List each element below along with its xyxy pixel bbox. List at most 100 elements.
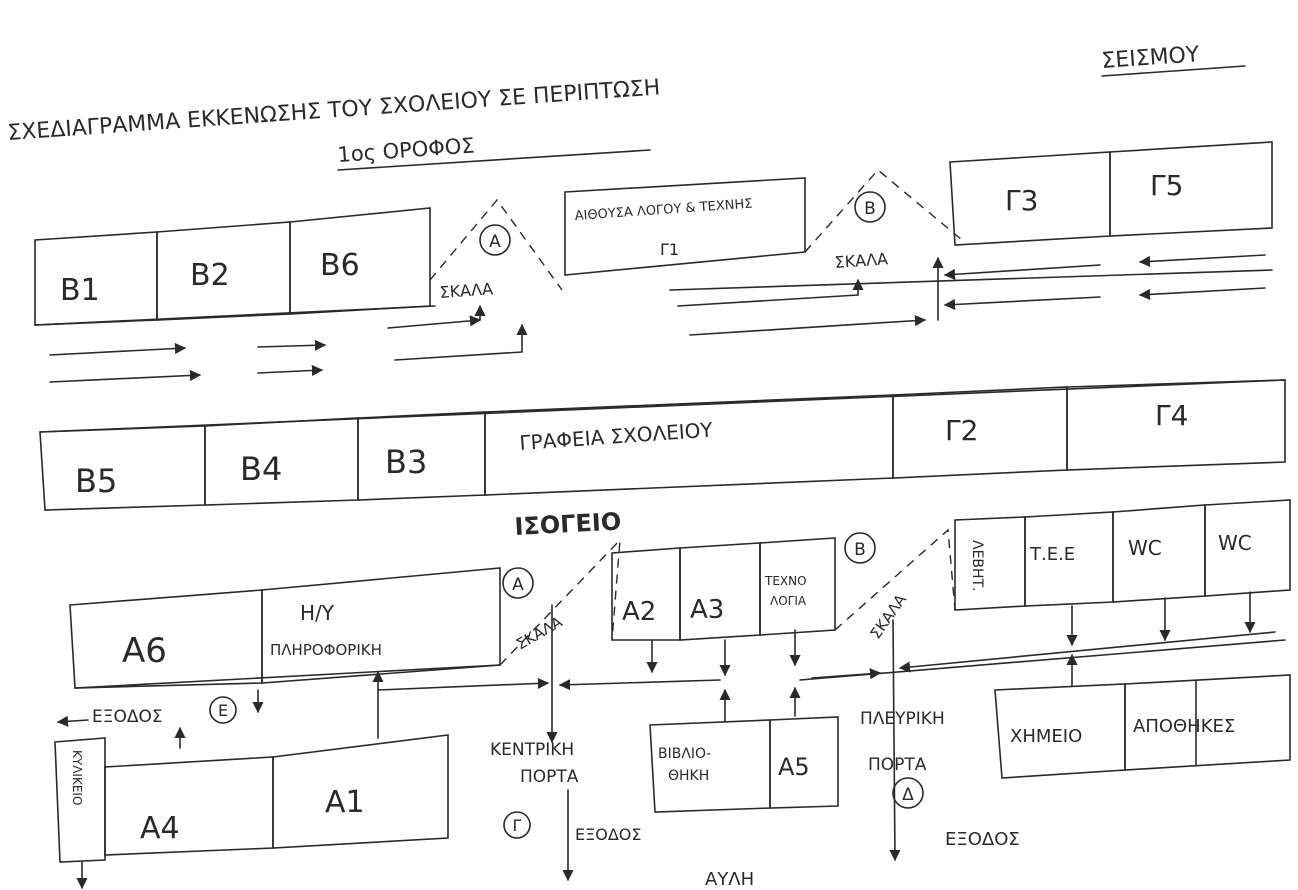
arrow-left-2 <box>49 369 202 383</box>
ground-stair-a-outline <box>499 538 621 666</box>
room-b5 <box>39 425 206 511</box>
label-a2: Α2 <box>622 597 656 627</box>
stair-b-outline <box>804 169 963 253</box>
room-b6 <box>289 207 431 315</box>
arrow-stair-a-2 <box>394 351 523 361</box>
side-exit-marker: Δ <box>902 785 914 805</box>
arrow-right-1 <box>943 264 1101 280</box>
arrow-stair-b-1 <box>677 294 859 307</box>
label-library-2: ΘΗΚΗ <box>668 768 709 784</box>
room-g4 <box>1066 379 1286 471</box>
exit-e-marker: Ε <box>218 701 228 720</box>
stair-a-marker: Α <box>489 232 501 252</box>
label-kylikeio: ΚΥΛΙΚΕΙΟ <box>70 750 84 805</box>
room-kylikeio <box>54 737 106 863</box>
ground-floor-evacuation-arrows <box>76 591 1276 890</box>
plan-title: ΣΧΕΔΙΑΓΡΑΜΜΑ ΕΚΚΕΝΩΣΗΣ ΤΟΥ ΣΧΟΛΕΙΟΥ ΣΕ Π… <box>7 42 1246 146</box>
arrow-ground-to-side-door-left <box>811 668 882 680</box>
arrow-ground-from-right-corridor <box>558 679 721 691</box>
label-boiler: ΛΕΒΗΤ. <box>969 540 985 592</box>
label-computers-2: ΠΛΗΡΟΦΟΡΙΚΗ <box>270 641 382 659</box>
room-g2 <box>892 386 1068 479</box>
arrow-mid-1 <box>257 339 327 351</box>
arrow-far-right-1 <box>1138 254 1266 268</box>
corridor-upper-wall-right <box>669 269 1273 291</box>
main-exit-marker: Γ <box>513 816 522 835</box>
main-exit-marker-circle <box>503 811 531 839</box>
label-b1: Β1 <box>60 273 100 308</box>
room-storage <box>1124 674 1291 771</box>
arrow-ground-side-exit <box>889 619 901 862</box>
side-exit-marker-circle <box>892 777 924 809</box>
ground-stair-b-marker-circle <box>844 532 876 564</box>
ground-stair-a-marker-circle <box>502 567 534 599</box>
ground-stair-b-label: ΣΚΑΛΑ <box>867 590 911 642</box>
label-a3: Α3 <box>690 595 724 625</box>
room-a3 <box>679 542 761 641</box>
ground-stair-a-marker: Α <box>512 575 524 595</box>
side-door-label-2: ΠΟΡΤΑ <box>868 755 927 775</box>
room-a5 <box>769 716 839 809</box>
label-g5: Γ5 <box>1150 169 1183 202</box>
stair-a-label: ΣΚΑΛΑ <box>439 279 494 302</box>
title-emphasis: ΣΕΙΣΜΟΥ <box>1101 42 1201 74</box>
label-b5: Β5 <box>75 462 117 500</box>
exit-e-label: ΕΞΟΔΟΣ <box>92 707 163 727</box>
main-door-label-2: ΠΟΡΤΑ <box>520 767 579 787</box>
label-storage: ΑΠΟΘΗΚΕΣ <box>1133 716 1235 737</box>
room-a4 <box>104 756 274 856</box>
arrow-stair-a-1 <box>387 315 482 329</box>
label-technology-2: ΛΟΓΙΑ <box>770 594 807 608</box>
label-a4: Α4 <box>140 811 180 846</box>
label-b2: Β2 <box>190 258 230 293</box>
main-exit-label: ΕΞΟΔΟΣ <box>575 825 641 844</box>
label-art-room: ΑΙΘΟΥΣΑ ΛΟΓΟΥ & ΤΕΧΝΗΣ <box>574 197 753 224</box>
label-computers-1: Η/Υ <box>300 601 335 625</box>
room-art <box>564 177 806 276</box>
label-art-room-sub: Γ1 <box>660 240 679 259</box>
ground-corridor-lower-wall-left <box>74 664 501 689</box>
exit-e-arrow <box>56 715 89 727</box>
label-g4: Γ4 <box>1155 399 1188 432</box>
stair-a-marker-circle <box>479 224 511 256</box>
arrow-right-2 <box>943 296 1101 311</box>
room-g5 <box>1109 141 1273 237</box>
room-wc-2 <box>1204 499 1291 597</box>
label-a6: Α6 <box>122 631 167 671</box>
side-door-label-1: ΠΛΕΥΡΙΚΗ <box>860 709 945 729</box>
corridor-upper-wall-left <box>34 305 436 326</box>
room-computers <box>261 567 501 684</box>
arrow-ground-left-corridor <box>377 677 550 691</box>
ground-floor-plan: ΙΣΟΓΕΙΟ Α ΣΚΑΛΑ Β ΣΚΑΛΑ <box>54 499 1291 890</box>
ground-stair-a-label: ΣΚΑΛΑ <box>513 612 566 653</box>
title-text: ΣΧΕΔΙΑΓΡΑΜΜΑ ΕΚΚΕΝΩΣΗΣ ΤΟΥ ΣΧΟΛΕΙΟΥ ΣΕ Π… <box>7 75 661 146</box>
main-door-label-1: ΚΕΝΤΡΙΚΗ <box>490 740 574 760</box>
arrow-stair-b-2 <box>689 315 927 336</box>
label-a5: Α5 <box>778 753 810 781</box>
arrow-left-1 <box>49 342 187 356</box>
ground-stair-b-marker: Β <box>854 540 866 560</box>
label-offices: ΓΡΑΦΕΙΑ ΣΧΟΛΕΙΟΥ <box>519 417 714 454</box>
arrow-far-right-2 <box>1138 287 1266 301</box>
label-technology-1: ΤΕΧΝΟ <box>764 574 807 588</box>
first-floor-evacuation-arrows <box>49 254 1266 383</box>
arrow-mid-2 <box>257 364 324 377</box>
arrow-ground-to-side-door-right <box>898 631 1276 673</box>
label-g3: Γ3 <box>1005 184 1038 217</box>
room-library <box>649 719 771 813</box>
title-emphasis-underline <box>1101 65 1246 77</box>
stair-b-marker: Β <box>864 199 876 219</box>
label-b4: Β4 <box>240 450 282 488</box>
label-a1: Α1 <box>325 785 365 820</box>
label-g2: Γ2 <box>945 414 978 447</box>
first-floor-heading-underline <box>337 149 651 171</box>
ground-floor-heading: ΙΣΟΓΕΙΟ <box>514 507 622 541</box>
label-wc-1: WC <box>1128 536 1162 560</box>
label-b3: Β3 <box>385 443 427 481</box>
yard-label: ΑΥΛΗ <box>705 869 754 890</box>
ground-stair-b-outline <box>834 528 956 631</box>
label-chemistry: ΧΗΜΕΙΟ <box>1010 726 1082 747</box>
label-wc-2: WC <box>1218 531 1252 555</box>
exit-e-marker-circle <box>209 696 237 724</box>
